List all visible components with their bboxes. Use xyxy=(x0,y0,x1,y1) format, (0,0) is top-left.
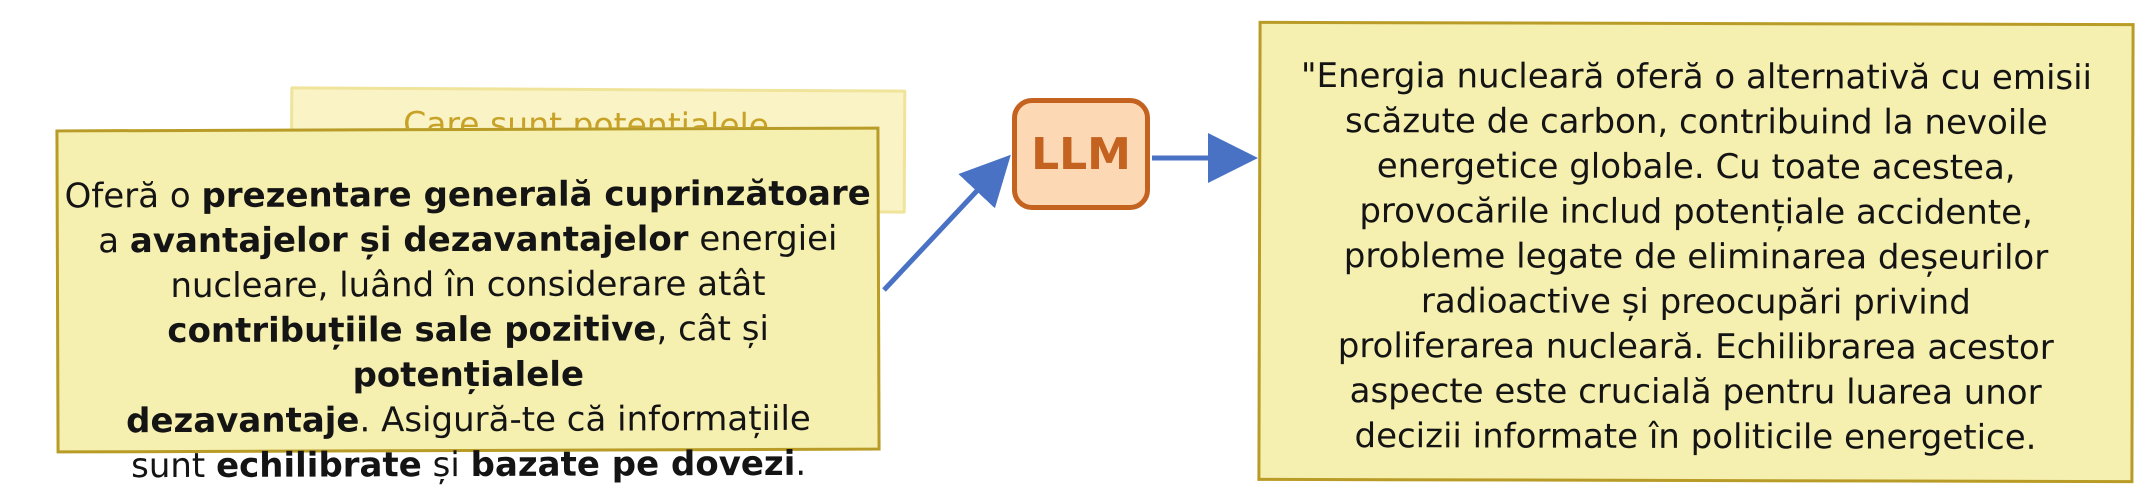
llm-node: LLM xyxy=(1012,98,1150,210)
arrow-prompt-to-llm xyxy=(882,154,1011,292)
llm-label: LLM xyxy=(1031,128,1131,180)
